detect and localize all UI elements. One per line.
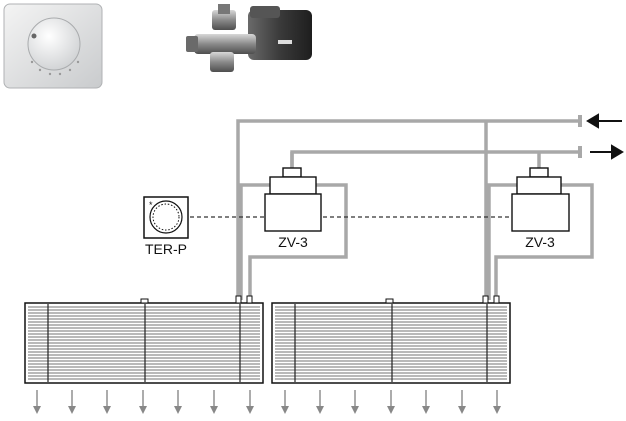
pipe-end-caps bbox=[578, 115, 582, 158]
right-air-curtain-grille bbox=[275, 304, 507, 382]
airflow-down-arrow-icon bbox=[281, 390, 289, 414]
airflow-down-arrow-icon bbox=[103, 390, 111, 414]
airflow-down-arrow-icon bbox=[316, 390, 324, 414]
right-valve-label: ZV-3 bbox=[525, 234, 555, 250]
zone-valve-photo bbox=[186, 4, 312, 72]
airflow-arrows bbox=[33, 390, 501, 414]
thermostat-label: TER-P bbox=[145, 241, 187, 257]
svg-text:*: * bbox=[149, 200, 153, 210]
airflow-down-arrow-icon bbox=[174, 390, 182, 414]
right-zone-valve bbox=[512, 168, 569, 231]
right-air-curtain bbox=[272, 296, 510, 383]
arrow-left-icon bbox=[588, 115, 622, 127]
left-valve-label: ZV-3 bbox=[278, 234, 308, 250]
airflow-down-arrow-icon bbox=[351, 390, 359, 414]
airflow-down-arrow-icon bbox=[68, 390, 76, 414]
arrow-right-icon bbox=[590, 146, 622, 158]
airflow-down-arrow-icon bbox=[422, 390, 430, 414]
airflow-down-arrow-icon bbox=[139, 390, 147, 414]
left-air-curtain-grille bbox=[28, 304, 260, 382]
left-air-curtain bbox=[25, 296, 263, 383]
thermostat-photo bbox=[4, 4, 102, 88]
airflow-down-arrow-icon bbox=[210, 390, 218, 414]
airflow-down-arrow-icon bbox=[387, 390, 395, 414]
thermostat-symbol: * bbox=[144, 197, 188, 238]
left-zone-valve bbox=[265, 168, 321, 231]
airflow-down-arrow-icon bbox=[33, 390, 41, 414]
airflow-down-arrow-icon bbox=[458, 390, 466, 414]
airflow-down-arrow-icon bbox=[246, 390, 254, 414]
airflow-down-arrow-icon bbox=[493, 390, 501, 414]
